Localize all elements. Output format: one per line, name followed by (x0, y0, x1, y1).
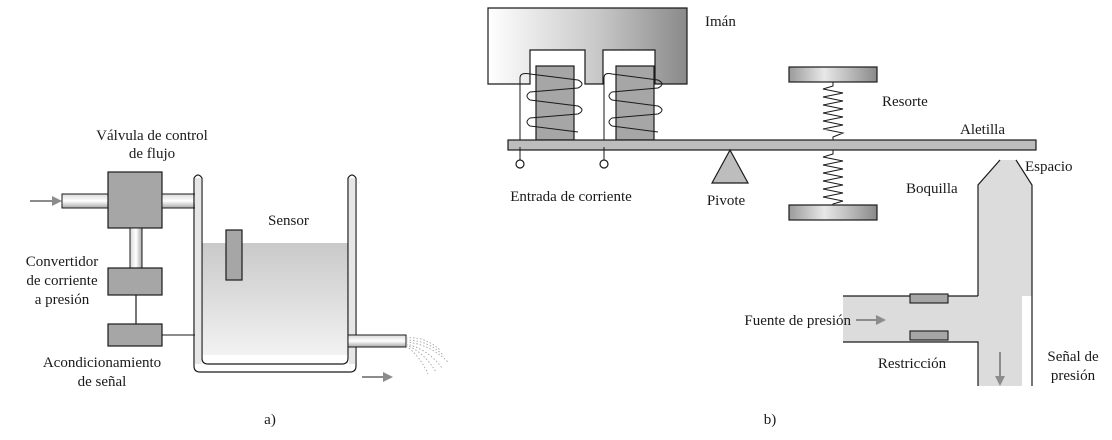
pressure-signal-label-line1: Señal de (1047, 349, 1099, 365)
flapper (507, 139, 1037, 151)
converter-label-line3: a presión (35, 292, 90, 308)
level-sensor (225, 229, 243, 281)
panel-a: Válvula de control de flujo Sensor Conve… (26, 128, 449, 428)
pressure-source-arrow (856, 315, 886, 325)
pressure-source-label: Fuente de presión (744, 313, 851, 329)
tank (193, 174, 357, 373)
tank-water (202, 243, 348, 355)
valve-label-line1: Válvula de control (96, 128, 208, 144)
panel-b: Imán Resorte Aletilla Espacio Boquilla E… (487, 7, 1099, 428)
sensor-label: Sensor (268, 213, 309, 229)
pivot-label: Pivote (707, 193, 746, 209)
current-input-terminals (515, 147, 609, 169)
converter-label-line1: Convertidor (26, 254, 99, 270)
current-to-pressure-converter (107, 267, 163, 296)
converter-label-line2: de corriente (26, 273, 98, 289)
valve-stem (129, 227, 143, 269)
magnet (487, 7, 688, 85)
spring-label: Resorte (882, 94, 928, 110)
tank-outlet-pipe (347, 334, 407, 348)
conditioning-label-line2: de señal (78, 374, 127, 390)
inlet-flow-arrow (30, 196, 62, 206)
valve-label-line2: de flujo (129, 146, 175, 162)
caption-a: a) (264, 412, 276, 428)
restriction-label: Restricción (878, 356, 947, 372)
gap-label: Espacio (1025, 159, 1072, 175)
nozzle-label: Boquilla (906, 181, 958, 197)
pressure-signal-arrow (995, 352, 1005, 386)
nozzle-body (843, 160, 1032, 386)
inlet-pipe (61, 193, 111, 209)
pivot (710, 148, 750, 184)
spring-lower (822, 150, 844, 205)
spring-upper (822, 82, 845, 140)
caption-b: b) (764, 412, 777, 428)
restriction-bottom (909, 330, 949, 341)
signal-conditioning-block (107, 323, 163, 347)
coil-winding-right (603, 73, 663, 147)
restriction-top (909, 293, 949, 304)
spring-plate-bottom (788, 204, 878, 221)
flapper-label: Aletilla (960, 122, 1005, 138)
pressure-signal-label-line2: presión (1051, 368, 1096, 384)
water-spray (405, 337, 449, 375)
spring-plate-top (788, 66, 878, 83)
conditioning-label-line1: Acondicionamiento (43, 355, 161, 371)
coil-winding-left (519, 73, 583, 147)
flow-control-valve (107, 171, 163, 229)
current-input-label: Entrada de corriente (510, 189, 632, 205)
outflow-arrow (362, 372, 393, 382)
magnet-label: Imán (705, 14, 736, 30)
